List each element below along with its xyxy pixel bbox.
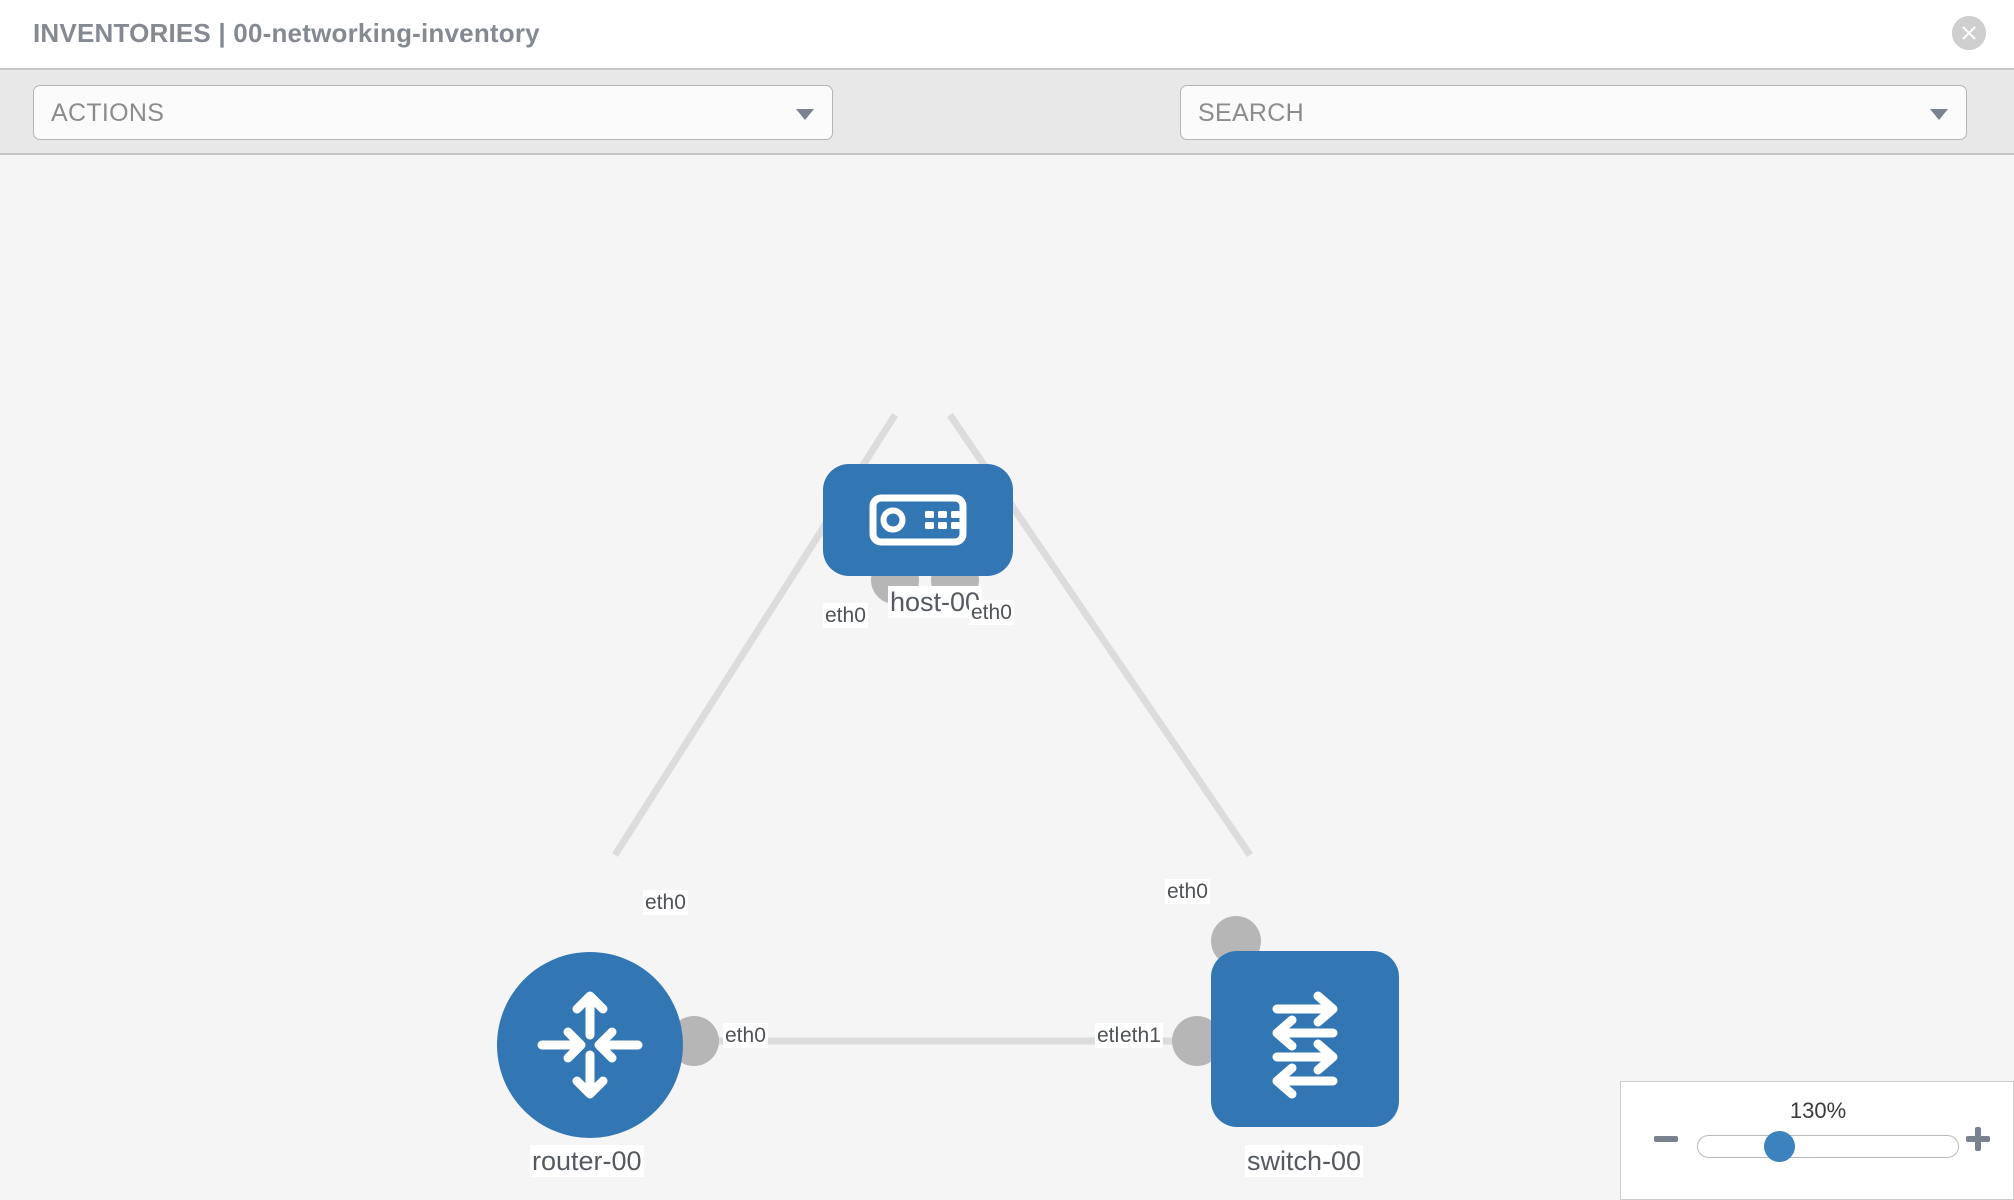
topology-canvas[interactable]: host-00 router-00 switch-00 eth0 eth0 et… bbox=[0, 155, 2014, 1200]
connector-endpoint bbox=[1172, 1016, 1222, 1066]
chevron-down-icon bbox=[796, 109, 814, 120]
zoom-in-button[interactable] bbox=[1964, 1125, 1992, 1153]
iface-label: eth0 bbox=[723, 1023, 768, 1048]
zoom-control: 130% bbox=[1620, 1081, 2014, 1200]
page-title: INVENTORIES | 00-networking-inventory bbox=[33, 18, 540, 48]
iface-label: eth1 bbox=[1118, 1023, 1163, 1048]
zoom-out-button[interactable] bbox=[1652, 1125, 1680, 1153]
iface-label: eth0 bbox=[969, 600, 1014, 625]
topology-node-host-00 bbox=[823, 464, 1013, 576]
actions-dropdown-label: ACTIONS bbox=[51, 99, 165, 127]
close-icon[interactable] bbox=[1952, 16, 1986, 50]
node-label-router-00[interactable]: router-00 bbox=[530, 1145, 644, 1177]
search-input[interactable]: SEARCH bbox=[1180, 85, 1967, 140]
page-header: INVENTORIES | 00-networking-inventory bbox=[0, 0, 2014, 68]
toolbar: ACTIONS SEARCH bbox=[0, 68, 2014, 198]
iface-label: eth0 bbox=[1165, 879, 1210, 904]
iface-label: eth0 bbox=[823, 603, 868, 628]
zoom-percent-label: 130% bbox=[1789, 1098, 1847, 1123]
topology-node-router-00 bbox=[497, 952, 683, 1138]
zoom-slider-track[interactable] bbox=[1697, 1135, 1959, 1158]
node-label-switch-00[interactable]: switch-00 bbox=[1245, 1145, 1364, 1177]
search-input-value: SEARCH bbox=[1198, 99, 1304, 127]
topology-node-switch-00 bbox=[1211, 951, 1399, 1127]
iface-label: eth0 bbox=[643, 890, 688, 915]
zoom-slider-thumb[interactable] bbox=[1764, 1131, 1795, 1162]
node-label-host-00[interactable]: host-00 bbox=[888, 586, 983, 618]
chevron-down-icon bbox=[1930, 109, 1948, 120]
actions-dropdown[interactable]: ACTIONS bbox=[33, 85, 833, 140]
